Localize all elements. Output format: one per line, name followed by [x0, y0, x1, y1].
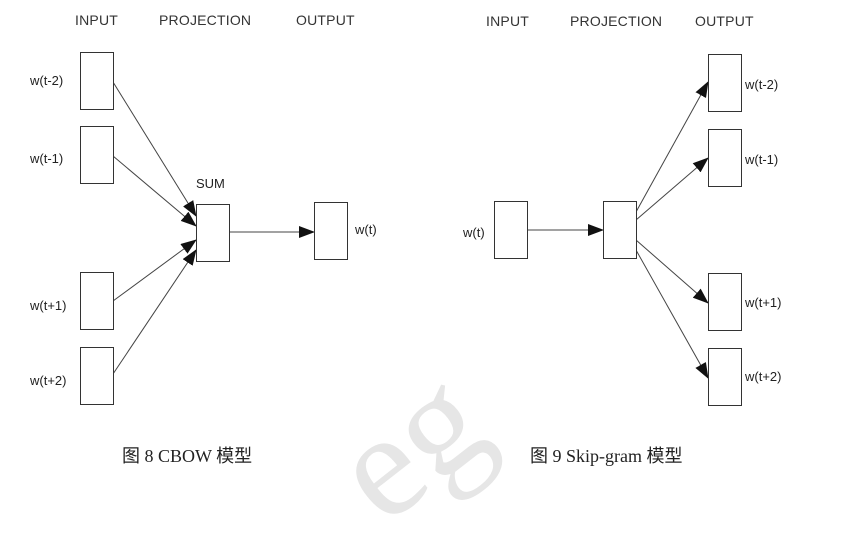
skip-output-label-t-1: w(t-1) [745, 152, 779, 167]
cbow-arrow-t+1 [112, 239, 197, 302]
cbow-header-output: OUTPUT [296, 12, 355, 28]
skip-arrow-t-2 [635, 81, 709, 213]
figure-canvas: eg INPUT PROJECTION OUTPUT w(t-2) w(t-1)… [30, 12, 782, 553]
skip-output-box-t-1 [708, 129, 742, 187]
skip-output-box-t+2 [708, 348, 742, 406]
skip-arrow-t+2 [635, 249, 709, 379]
skip-output-label-t+2: w(t+2) [745, 369, 782, 384]
cbow-arrow-t-2 [112, 81, 197, 217]
cbow-input-box-t+1 [80, 272, 114, 330]
skip-header-projection: PROJECTION [570, 13, 663, 29]
skip-projection-box [603, 201, 637, 259]
cbow-header-input: INPUT [75, 12, 118, 28]
cbow-output-box [314, 202, 348, 260]
skip-header-output: OUTPUT [695, 13, 754, 29]
skip-header-input: INPUT [486, 13, 529, 29]
skip-output-box-t+1 [708, 273, 742, 331]
cbow-input-label-t-1: w(t-1) [30, 151, 64, 166]
skip-input-box [494, 201, 528, 259]
skipgram-caption: 图 9 Skip-gram 模型 [530, 446, 683, 466]
cbow-output-label: w(t) [355, 222, 377, 237]
skip-output-box-t-2 [708, 54, 742, 112]
skip-arrow-t+1 [635, 239, 709, 304]
cbow-input-label-t+1: w(t+1) [30, 298, 67, 313]
cbow-input-box-t+2 [80, 347, 114, 405]
cbow-caption: 图 8 CBOW 模型 [122, 446, 253, 466]
cbow-input-label-t+2: w(t+2) [30, 373, 67, 388]
skip-output-label-t-2: w(t-2) [745, 77, 779, 92]
cbow-arrow-t+2 [112, 249, 197, 375]
cbow-sum-label: SUM [196, 176, 225, 191]
skip-arrow-t-1 [635, 157, 709, 221]
cbow-arrow-t-1 [112, 155, 197, 227]
connection-arrows [112, 81, 709, 379]
cbow-input-box-t-1 [80, 126, 114, 184]
skip-output-label-t+1: w(t+1) [745, 295, 782, 310]
cbow-projection-box [196, 204, 230, 262]
cbow-header-projection: PROJECTION [159, 12, 252, 28]
cbow-input-box-t-2 [80, 52, 114, 110]
cbow-input-label-t-2: w(t-2) [30, 73, 64, 88]
skip-input-label: w(t) [463, 225, 485, 240]
